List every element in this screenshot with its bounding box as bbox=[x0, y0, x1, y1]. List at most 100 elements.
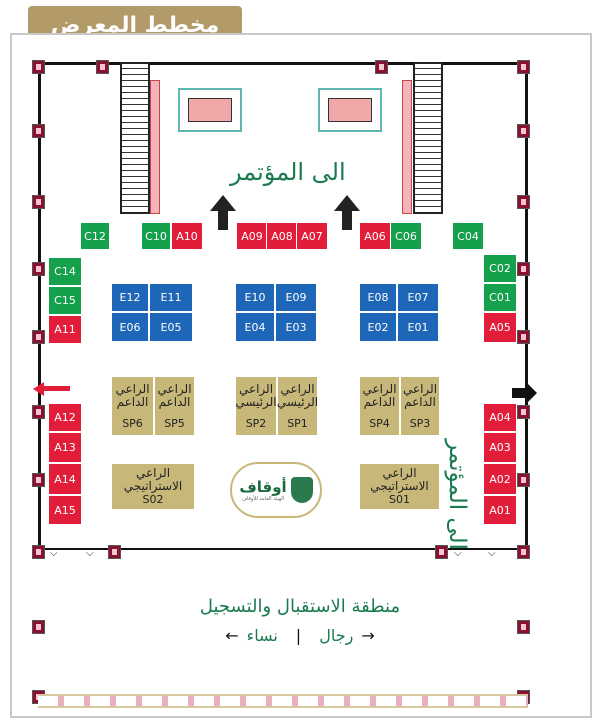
booth-c10[interactable]: C10 bbox=[141, 222, 171, 250]
pillar bbox=[517, 473, 530, 487]
women-label: نساء bbox=[246, 626, 278, 645]
pillar bbox=[517, 262, 530, 276]
sponsor-line1: الراعي bbox=[115, 381, 150, 396]
bottom-facade bbox=[38, 694, 528, 708]
pillar bbox=[517, 124, 530, 138]
wall bbox=[38, 62, 41, 548]
booth-c12[interactable]: C12 bbox=[80, 222, 110, 250]
booth-c01[interactable]: C01 bbox=[483, 283, 517, 312]
sponsor-line2: الرئيسي bbox=[276, 394, 319, 409]
booth-a01[interactable]: A01 bbox=[483, 495, 517, 525]
sponsor-s01[interactable]: الراعي الاستراتيجي S01 bbox=[359, 463, 440, 510]
booth-a04[interactable]: A04 bbox=[483, 403, 517, 432]
booth-c04[interactable]: C04 bbox=[452, 222, 484, 250]
pillar bbox=[32, 60, 45, 74]
pillar bbox=[517, 545, 530, 559]
sponsor-s02[interactable]: الراعي الاستراتيجي S02 bbox=[111, 463, 195, 510]
booth-a11[interactable]: A11 bbox=[48, 315, 82, 344]
sponsor-sp6[interactable]: الراعي الداعم SP6 bbox=[111, 376, 154, 436]
booth-a08[interactable]: A08 bbox=[266, 222, 298, 250]
staircase bbox=[413, 62, 443, 214]
booth-e05[interactable]: E05 bbox=[149, 312, 193, 342]
booth-e09[interactable]: E09 bbox=[275, 283, 317, 312]
sponsor-line2: الرئيسي bbox=[235, 394, 277, 409]
sponsor-code: SP5 bbox=[164, 416, 185, 430]
sponsor-code: SP3 bbox=[409, 416, 431, 430]
sponsor-sp3[interactable]: الراعي الداعم SP3 bbox=[400, 376, 440, 436]
pillar bbox=[32, 330, 45, 344]
booth-e10[interactable]: E10 bbox=[235, 283, 275, 312]
sponsor-sp1[interactable]: الراعي الرئيسي SP1 bbox=[277, 376, 318, 436]
pillar bbox=[32, 195, 45, 209]
arrow-right-icon bbox=[525, 381, 537, 405]
booth-c14[interactable]: C14 bbox=[48, 257, 82, 286]
booth-e12[interactable]: E12 bbox=[111, 283, 149, 312]
sponsor-line2: الداعم bbox=[363, 394, 396, 409]
arrow-up-icon bbox=[210, 195, 236, 211]
booth-a05[interactable]: A05 bbox=[483, 312, 517, 343]
wall bbox=[38, 548, 528, 550]
booth-e03[interactable]: E03 bbox=[275, 312, 317, 342]
booth-e04[interactable]: E04 bbox=[235, 312, 275, 342]
door-icon: ⌵ bbox=[50, 548, 58, 559]
pillar bbox=[517, 60, 530, 74]
sponsor-code: S01 bbox=[389, 493, 410, 506]
booth-a09[interactable]: A09 bbox=[236, 222, 268, 250]
arrow-left-icon bbox=[33, 382, 44, 396]
pillar bbox=[32, 620, 45, 634]
sponsor-code: SP2 bbox=[245, 416, 267, 430]
conference-side-label: الى المؤتمر bbox=[444, 439, 470, 550]
elevator bbox=[178, 88, 242, 132]
booth-e11[interactable]: E11 bbox=[149, 283, 193, 312]
booth-a06[interactable]: A06 bbox=[359, 222, 391, 250]
conference-label: الى المؤتمر bbox=[230, 158, 346, 186]
pillar bbox=[108, 545, 121, 559]
sponsor-sp2[interactable]: الراعي الرئيسي SP2 bbox=[235, 376, 277, 436]
booth-a10[interactable]: A10 bbox=[171, 222, 203, 250]
sponsor-line2: الداعم bbox=[404, 394, 436, 409]
staircase bbox=[120, 62, 150, 214]
elevator bbox=[318, 88, 382, 132]
pillar bbox=[32, 473, 45, 487]
booth-c15[interactable]: C15 bbox=[48, 286, 82, 315]
sponsor-sp4[interactable]: الراعي الداعم SP4 bbox=[359, 376, 400, 436]
pillar bbox=[32, 405, 45, 419]
door-icon: ⌵ bbox=[86, 548, 94, 559]
awqaf-logo: أوقاف الهيئة العامة للأوقاف bbox=[230, 462, 322, 518]
sponsor-line2: الاستراتيجي bbox=[123, 479, 183, 493]
arrow-right-icon bbox=[512, 388, 526, 398]
booth-a13[interactable]: A13 bbox=[48, 432, 82, 463]
door-icon: ⌵ bbox=[488, 548, 496, 559]
arrow-left-icon bbox=[43, 386, 70, 391]
booth-e08[interactable]: E08 bbox=[359, 283, 397, 312]
booth-a02[interactable]: A02 bbox=[483, 463, 517, 495]
pillar bbox=[435, 545, 448, 559]
booth-a07[interactable]: A07 bbox=[296, 222, 328, 250]
booth-e06[interactable]: E06 bbox=[111, 312, 149, 342]
booth-a15[interactable]: A15 bbox=[48, 495, 82, 525]
emblem-icon bbox=[290, 477, 313, 503]
ramp bbox=[150, 80, 160, 214]
arrow-left-icon: ← bbox=[225, 626, 239, 645]
arrow-up-icon bbox=[334, 195, 360, 211]
sponsor-line1: الراعي bbox=[382, 466, 417, 480]
sponsor-line1: الراعي bbox=[238, 381, 274, 396]
booth-c06[interactable]: C06 bbox=[390, 222, 422, 250]
booth-a12[interactable]: A12 bbox=[48, 403, 82, 432]
arrow-up-icon bbox=[218, 210, 228, 230]
ramp bbox=[402, 80, 412, 214]
booth-a14[interactable]: A14 bbox=[48, 463, 82, 495]
pillar bbox=[32, 124, 45, 138]
sponsor-sp5[interactable]: الراعي الداعم SP5 bbox=[154, 376, 195, 436]
pillar bbox=[517, 195, 530, 209]
gender-direction: ← نساء | رجال → bbox=[0, 626, 600, 645]
men-label: رجال bbox=[319, 626, 354, 645]
booth-e01[interactable]: E01 bbox=[397, 312, 439, 342]
booth-e07[interactable]: E07 bbox=[397, 283, 439, 312]
door-icon: ⌵ bbox=[454, 548, 462, 559]
booth-c02[interactable]: C02 bbox=[483, 254, 517, 283]
booth-a03[interactable]: A03 bbox=[483, 432, 517, 463]
sponsor-code: S02 bbox=[142, 493, 164, 506]
floor-plan bbox=[10, 33, 592, 718]
booth-e02[interactable]: E02 bbox=[359, 312, 397, 342]
